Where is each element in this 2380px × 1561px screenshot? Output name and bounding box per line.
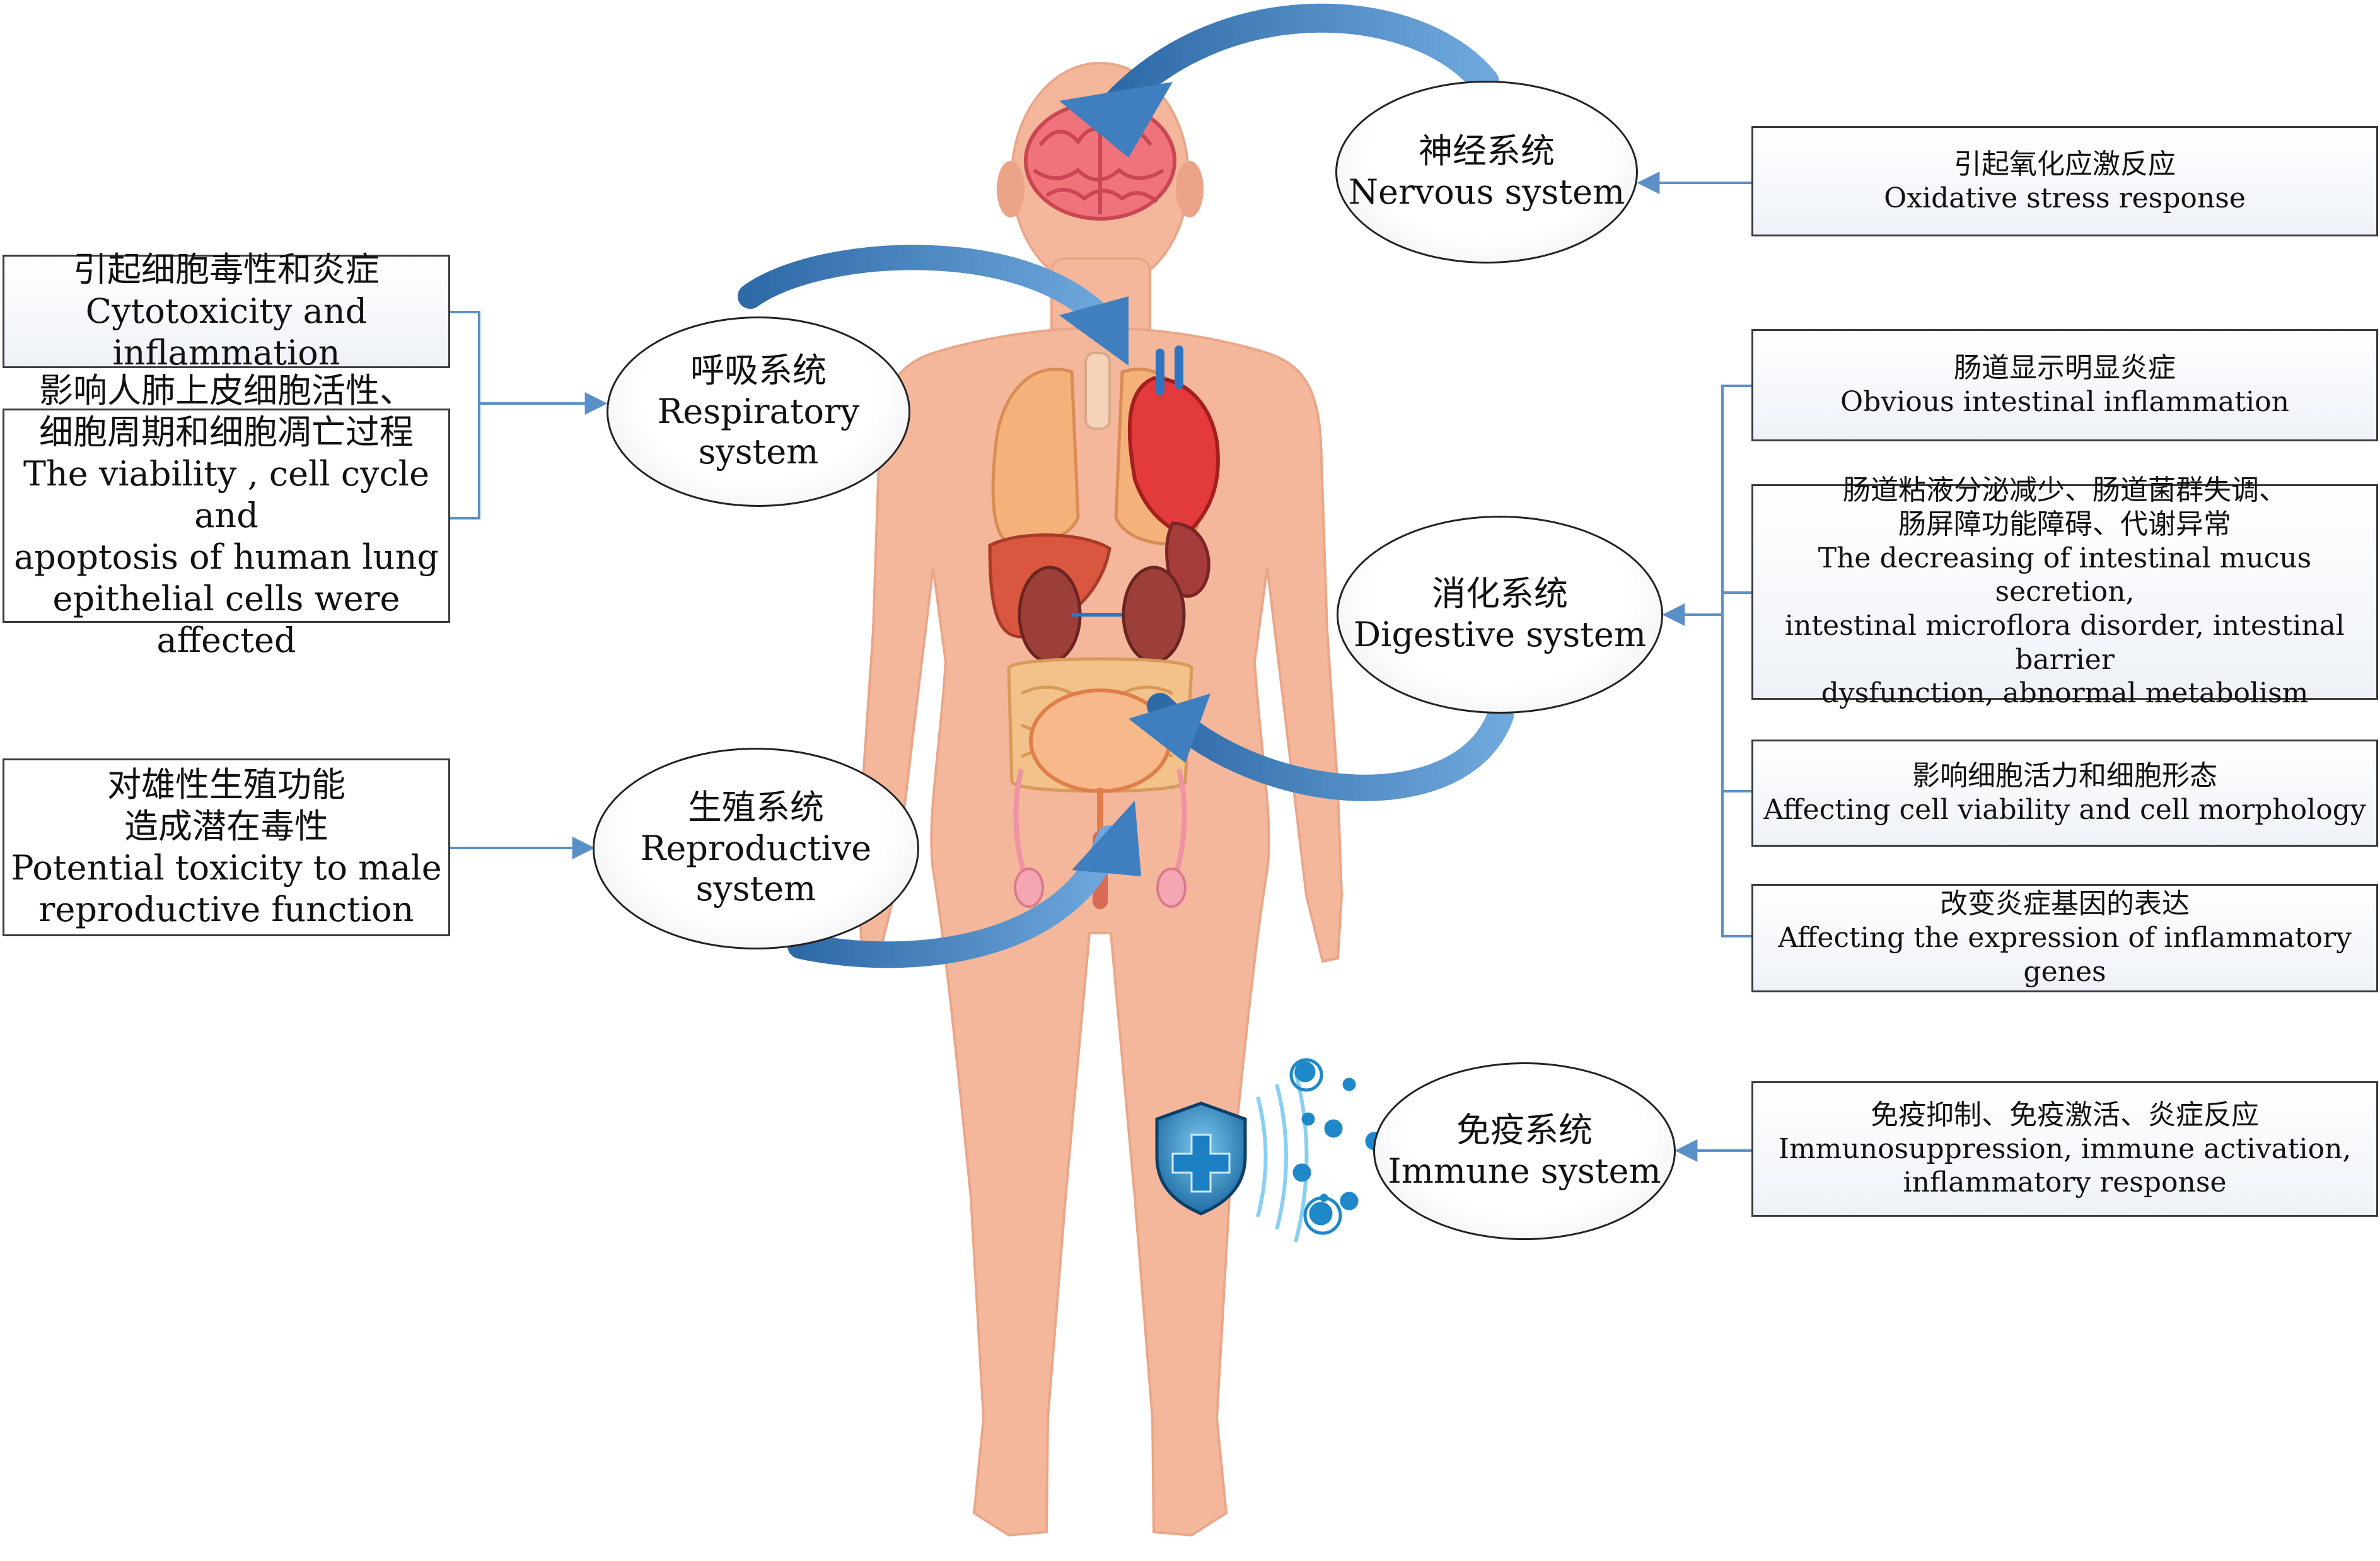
respiratory-system-en-2: system — [698, 432, 819, 472]
digestive-system-zh: 消化系统 — [1432, 574, 1568, 614]
respiratory-system-zh: 呼吸系统 — [690, 350, 827, 390]
spleen-icon — [1165, 521, 1210, 598]
nervous-system-en: Nervous system — [1348, 172, 1625, 212]
oxidative-stress-en: Oxidative stress response — [1884, 182, 2246, 214]
kidney-icon — [1018, 566, 1186, 664]
oxidative-stress-box: 引起氧化应激反应 Oxidative stress response — [1751, 126, 2378, 236]
male-reproductive-box: 对雄性生殖功能 造成潜在毒性 Potential toxicity to mal… — [3, 758, 450, 936]
reproductive-system-en-2: system — [695, 869, 816, 909]
male-reproductive-en-1: Potential toxicity to male — [11, 848, 442, 888]
inflammatory-genes-box: 改变炎症基因的表达 Affecting the expression of in… — [1751, 884, 2378, 992]
intestinal-mucus-en-2: intestinal microflora disorder, intestin… — [1785, 609, 2345, 676]
digestive-system-ellipse: 消化系统 Digestive system — [1337, 516, 1663, 714]
respiratory-system-ellipse: 呼吸系统 Respiratory system — [607, 316, 910, 507]
lung-cells-en-1: The viability , cell cycle and — [23, 454, 430, 536]
immune-response-box: 免疫抑制、免疫激活、炎症反应 Immunosuppression, immune… — [1751, 1081, 2378, 1217]
male-reproductive-en-2: reproductive function — [38, 889, 414, 929]
inflammatory-genes-en: Affecting the expression of inflammatory… — [1778, 922, 2352, 988]
cell-viability-zh: 影响细胞活力和细胞形态 — [1912, 760, 2217, 792]
nervous-system-ellipse: 神经系统 Nervous system — [1335, 81, 1638, 264]
cell-viability-box: 影响细胞活力和细胞形态 Affecting cell viability and… — [1751, 740, 2378, 847]
shield-icon — [1155, 1101, 1247, 1216]
lung-cells-zh-2: 细胞周期和细胞凋亡过程 — [39, 412, 414, 453]
arrow-respiratory — [738, 245, 1122, 340]
lung-cells-zh-1: 影响人肺上皮细胞活性、 — [39, 371, 414, 411]
immune-system-ellipse: 免疫系统 Immune system — [1373, 1062, 1676, 1240]
reproductive-system-en-1: Reproductive — [640, 828, 872, 868]
lung-cells-en-2: apoptosis of human lung — [14, 537, 439, 577]
immune-system-zh: 免疫系统 — [1456, 1110, 1593, 1151]
immune-response-en-1: Immunosuppression, immune activation, — [1778, 1132, 2352, 1165]
lung-cells-en-3: epithelial cells were affected — [52, 578, 400, 660]
lung-cells-box: 影响人肺上皮细胞活性、 细胞周期和细胞凋亡过程 The viability , … — [3, 371, 450, 660]
intestinal-mucus-zh-2: 肠屏障功能障碍、代谢异常 — [1898, 508, 2231, 540]
nervous-system-zh: 神经系统 — [1419, 131, 1555, 171]
intestinal-inflammation-en: Obvious intestinal inflammation — [1840, 386, 2289, 418]
intestinal-mucus-zh-1: 肠道粘液分泌减少、肠道菌群失调、 — [1843, 474, 2287, 507]
connectors — [449, 171, 1751, 1162]
system-arrows — [738, 3, 1514, 968]
reproductive-system-zh: 生殖系统 — [688, 787, 824, 827]
intestinal-mucus-box: 肠道粘液分泌减少、肠道菌群失调、 肠屏障功能障碍、代谢异常 The decrea… — [1751, 474, 2378, 709]
cytotoxicity-en: Cytotoxicity and inflammation — [85, 291, 368, 373]
intestinal-mucus-en-3: dysfunction, abnormal metabolism — [1821, 677, 2309, 710]
male-reproductive-zh-2: 造成潜在毒性 — [124, 806, 328, 847]
cell-viability-en: Affecting cell viability and cell morpho… — [1763, 794, 2366, 826]
male-reproductive-zh-1: 对雄性生殖功能 — [107, 765, 345, 805]
intestinal-inflammation-zh: 肠道显示明显炎症 — [1954, 352, 2176, 385]
immune-response-zh: 免疫抑制、免疫激活、炎症反应 — [1871, 1098, 2259, 1131]
oxidative-stress-zh: 引起氧化应激反应 — [1954, 148, 2176, 180]
immune-system-en: Immune system — [1388, 1151, 1661, 1191]
trachea-icon — [1084, 352, 1111, 430]
cytotoxicity-box: 引起细胞毒性和炎症 Cytotoxicity and inflammation — [3, 250, 450, 373]
virus-large-icon — [1289, 1058, 1342, 1235]
arrow-nervous — [1105, 3, 1499, 115]
respiratory-system-en-1: Respiratory — [657, 391, 860, 431]
reproductive-system-ellipse: 生殖系统 Reproductive system — [593, 748, 919, 949]
immune-response-en-2: inflammatory response — [1903, 1166, 2227, 1199]
arrow-reproductive — [787, 825, 1123, 968]
arrow-heads — [1059, 82, 1210, 876]
shield-waves — [1256, 1071, 1309, 1243]
digestive-system-en: Digestive system — [1353, 615, 1647, 654]
cytotoxicity-zh: 引起细胞毒性和炎症 — [73, 250, 380, 290]
arrow-digestive — [1147, 693, 1514, 801]
intestinal-mucus-en-1: The decreasing of intestinal mucus secre… — [1818, 542, 2312, 608]
intestinal-inflammation-box: 肠道显示明显炎症 Obvious intestinal inflammation — [1751, 329, 2378, 441]
inflammatory-genes-zh: 改变炎症基因的表达 — [1940, 888, 2190, 920]
